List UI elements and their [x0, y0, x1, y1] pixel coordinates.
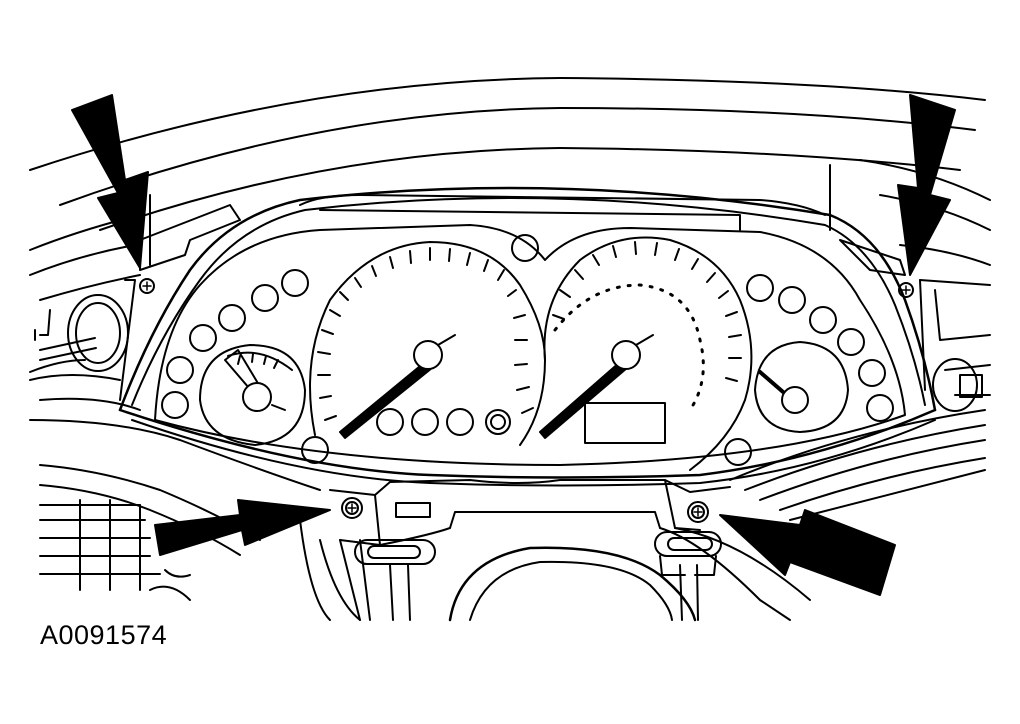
- upper-left-screw: [140, 279, 154, 293]
- warning-lamp-icon: [859, 360, 885, 386]
- cluster-housing: [120, 188, 935, 486]
- speedometer-dial: [544, 238, 751, 471]
- right-retaining-clip: [655, 532, 721, 556]
- arrow-icon: [720, 510, 895, 595]
- left-trim-panel: [30, 280, 320, 490]
- warning-lamp-icon: [810, 307, 836, 333]
- speedometer-scale: [555, 285, 703, 410]
- screw-icon: [899, 283, 913, 297]
- warning-lamp-icon: [867, 395, 893, 421]
- lower-left-screw: [342, 498, 362, 518]
- warning-lamp-icon: [377, 409, 403, 435]
- warning-lamp-icon: [162, 392, 188, 418]
- fuel-needle: [760, 372, 808, 413]
- warning-lamp-icon: [747, 275, 773, 301]
- screw-icon: [140, 279, 154, 293]
- upper-right-screw: [899, 283, 913, 297]
- lower-bracket: [300, 480, 810, 620]
- warning-lamp-icon: [725, 439, 751, 465]
- warning-lamp-icon: [190, 325, 216, 351]
- warning-lamp-icon: [447, 409, 473, 435]
- tachometer-ticks: [318, 248, 525, 420]
- figure-reference-code: A0091574: [40, 620, 168, 650]
- lower-right-screw: [688, 502, 708, 522]
- screw-icon: [342, 498, 362, 518]
- arrow-icon: [72, 95, 148, 268]
- cluster-face: [155, 225, 905, 470]
- tachometer-dial: [310, 242, 545, 445]
- warning-lamp-icon: [302, 437, 328, 463]
- warning-lamp-icon: [838, 329, 864, 355]
- warning-lamp-icon: [282, 270, 308, 296]
- callout-arrows: [72, 95, 955, 595]
- warning-lamp-icon: [412, 409, 438, 435]
- speedometer-needle: [540, 335, 653, 438]
- warning-lamp-icon: [219, 305, 245, 331]
- tachometer-needle: [340, 335, 455, 438]
- warning-lamp-icon: [512, 235, 538, 261]
- warning-lamp-icon: [167, 357, 193, 383]
- speedometer-ticks: [515, 242, 741, 413]
- warning-lamps: [162, 235, 893, 465]
- warning-lamp-icon: [252, 285, 278, 311]
- right-trim-panel: [730, 280, 990, 520]
- warning-lamp-icon: [486, 410, 510, 434]
- arrow-icon: [898, 95, 955, 275]
- warning-lamp-icon: [779, 287, 805, 313]
- left-retaining-clip: [355, 540, 435, 564]
- fuel-gauge: [755, 342, 848, 432]
- temperature-needle: [225, 350, 292, 411]
- odometer-display: [585, 403, 665, 443]
- screw-icon: [688, 502, 708, 522]
- temperature-gauge: [200, 345, 305, 445]
- arrow-icon: [155, 500, 330, 555]
